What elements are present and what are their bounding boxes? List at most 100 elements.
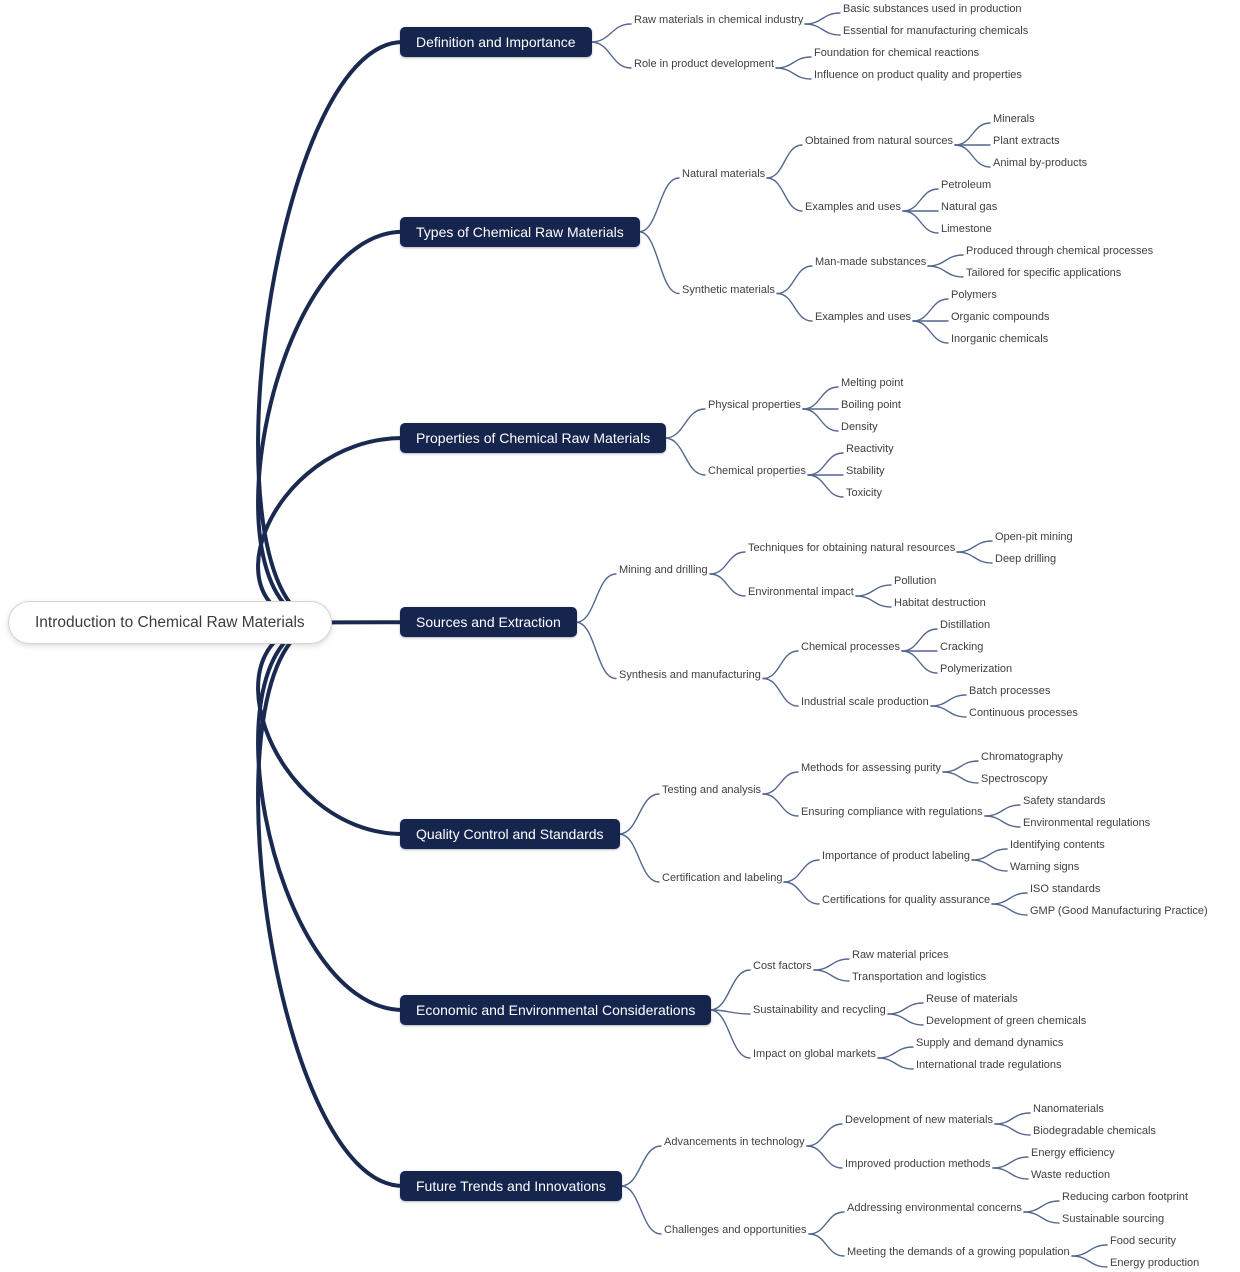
mindmap-node[interactable]: Chemical processes bbox=[801, 641, 901, 653]
mindmap-node[interactable]: Open-pit mining bbox=[995, 531, 1073, 543]
mindmap-node[interactable]: Plant extracts bbox=[993, 135, 1060, 147]
mindmap-node[interactable]: Deep drilling bbox=[995, 553, 1057, 565]
mindmap-node[interactable]: Influence on product quality and propert… bbox=[814, 69, 1022, 81]
mindmap-link bbox=[776, 292, 813, 322]
mindmap-node[interactable]: Advancements in technology bbox=[664, 1136, 805, 1148]
mindmap-branch-node[interactable]: Sources and Extraction bbox=[400, 607, 577, 638]
mindmap-link bbox=[887, 1002, 924, 1015]
mindmap-node[interactable]: Examples and uses bbox=[805, 201, 901, 213]
mindmap-node[interactable]: Tailored for specific applications bbox=[966, 267, 1122, 279]
mindmap-node[interactable]: Ensuring compliance with regulations bbox=[801, 806, 983, 818]
mindmap-node[interactable]: Importance of product labeling bbox=[822, 850, 970, 862]
mindmap-node[interactable]: Challenges and opportunities bbox=[664, 1224, 807, 1236]
mindmap-node[interactable]: Foundation for chemical reactions bbox=[814, 47, 980, 59]
mindmap-node[interactable]: Melting point bbox=[841, 377, 904, 389]
mindmap-root-node[interactable]: Introduction to Chemical Raw Materials bbox=[8, 601, 332, 645]
mindmap-node[interactable]: Energy production bbox=[1110, 1257, 1200, 1269]
mindmap-node[interactable]: Batch processes bbox=[969, 685, 1051, 697]
mindmap-node[interactable]: Pollution bbox=[894, 575, 937, 587]
mindmap-node[interactable]: Density bbox=[841, 421, 878, 433]
mindmap-node[interactable]: Waste reduction bbox=[1031, 1169, 1111, 1181]
mindmap-node[interactable]: Synthesis and manufacturing bbox=[619, 668, 761, 681]
mindmap-node[interactable]: Transportation and logistics bbox=[852, 971, 987, 983]
mindmap-node[interactable]: Reactivity bbox=[846, 443, 894, 455]
mindmap-node[interactable]: Safety standards bbox=[1023, 795, 1106, 807]
mindmap-node[interactable]: Sustainability and recycling bbox=[753, 1004, 886, 1016]
mindmap-node[interactable]: Development of green chemicals bbox=[926, 1015, 1087, 1027]
mindmap-node[interactable]: Boiling point bbox=[841, 399, 901, 411]
mindmap-node[interactable]: ISO standards bbox=[1030, 883, 1101, 895]
mindmap-node[interactable]: Cost factors bbox=[753, 960, 812, 972]
mindmap-node[interactable]: Impact on global markets bbox=[753, 1048, 876, 1060]
mindmap-link bbox=[930, 705, 967, 718]
mindmap-node[interactable]: Reducing carbon footprint bbox=[1062, 1191, 1188, 1203]
mindmap-node[interactable]: Reuse of materials bbox=[926, 993, 1018, 1005]
mindmap-node[interactable]: Certifications for quality assurance bbox=[822, 894, 991, 906]
mindmap-branch-node[interactable]: Definition and Importance bbox=[400, 27, 592, 57]
mindmap-link bbox=[992, 1167, 1029, 1180]
mindmap-link bbox=[954, 122, 991, 146]
mindmap-node[interactable]: Raw material prices bbox=[852, 949, 949, 961]
mindmap-node[interactable]: Methods for assessing purity bbox=[801, 762, 942, 774]
mindmap-node[interactable]: Food security bbox=[1110, 1235, 1177, 1247]
mindmap-node[interactable]: Chromatography bbox=[981, 751, 1063, 763]
mindmap-node[interactable]: Polymers bbox=[951, 289, 997, 301]
mindmap-node[interactable]: Industrial scale production bbox=[801, 696, 929, 708]
mindmap-node[interactable]: Warning signs bbox=[1010, 861, 1080, 873]
mindmap-node[interactable]: Habitat destruction bbox=[894, 597, 986, 609]
mindmap-node[interactable]: Environmental regulations bbox=[1023, 817, 1151, 829]
mindmap-node[interactable]: Examples and uses bbox=[815, 311, 911, 323]
mindmap-node[interactable]: Produced through chemical processes bbox=[966, 245, 1154, 257]
mindmap-node[interactable]: Nanomaterials bbox=[1033, 1103, 1104, 1115]
mindmap-node[interactable]: Distillation bbox=[940, 619, 991, 631]
mindmap-node[interactable]: Sustainable sourcing bbox=[1062, 1213, 1165, 1225]
mindmap-node[interactable]: Techniques for obtaining natural resourc… bbox=[748, 542, 956, 554]
mindmap-node[interactable]: GMP (Good Manufacturing Practice) bbox=[1030, 905, 1208, 917]
mindmap-node[interactable]: Toxicity bbox=[846, 487, 883, 499]
mindmap-node[interactable]: Certification and labeling bbox=[662, 872, 783, 884]
mindmap-node[interactable]: Role in product development bbox=[634, 58, 775, 70]
mindmap-node[interactable]: Spectroscopy bbox=[981, 773, 1048, 785]
mindmap-node[interactable]: Limestone bbox=[941, 223, 992, 235]
mindmap-node[interactable]: Mining and drilling bbox=[619, 564, 708, 576]
mindmap-node[interactable]: Chemical properties bbox=[708, 465, 806, 477]
mindmap-node[interactable]: Minerals bbox=[993, 113, 1035, 125]
mindmap-link bbox=[709, 1009, 751, 1015]
mindmap-node[interactable]: Raw materials in chemical industry bbox=[634, 14, 804, 26]
mindmap-node[interactable]: Basic substances used in production bbox=[843, 3, 1022, 15]
mindmap-node[interactable]: Inorganic chemicals bbox=[951, 333, 1049, 345]
mindmap-branch-node[interactable]: Quality Control and Standards bbox=[400, 819, 620, 849]
mindmap-node[interactable]: Energy efficiency bbox=[1031, 1147, 1115, 1159]
mindmap-node[interactable]: Biodegradable chemicals bbox=[1033, 1125, 1156, 1137]
mindmap-node[interactable]: Petroleum bbox=[941, 179, 992, 191]
mindmap-node[interactable]: Man-made substances bbox=[815, 256, 927, 268]
mindmap-branch-node[interactable]: Properties of Chemical Raw Materials bbox=[400, 423, 667, 453]
mindmap-node[interactable]: Stability bbox=[846, 465, 885, 477]
mindmap-branch-node[interactable]: Economic and Environmental Consideration… bbox=[400, 995, 712, 1025]
mindmap-node[interactable]: Organic compounds bbox=[951, 311, 1050, 323]
mindmap-branch-node[interactable]: Future Trends and Innovations bbox=[400, 1171, 622, 1201]
mindmap-node[interactable]: Physical properties bbox=[708, 399, 801, 411]
mindmap-node[interactable]: Meeting the demands of a growing populat… bbox=[847, 1246, 1070, 1258]
mindmap-link bbox=[709, 969, 751, 1011]
mindmap-link bbox=[256, 621, 405, 836]
mindmap-node[interactable]: Testing and analysis bbox=[662, 784, 762, 796]
mindmap-node[interactable]: Addressing environmental concerns bbox=[847, 1202, 1022, 1214]
mindmap-node[interactable]: Continuous processes bbox=[969, 707, 1078, 719]
mindmap-node[interactable]: Natural gas bbox=[941, 201, 998, 213]
mindmap-link bbox=[806, 1145, 843, 1169]
mindmap-node[interactable]: Natural materials bbox=[682, 168, 766, 180]
mindmap-node[interactable]: Improved production methods bbox=[845, 1158, 991, 1170]
mindmap-branch-node[interactable]: Types of Chemical Raw Materials bbox=[400, 216, 640, 247]
mindmap-node[interactable]: Cracking bbox=[940, 641, 984, 653]
mindmap-node[interactable]: Polymerization bbox=[940, 663, 1013, 675]
mindmap-node[interactable]: Essential for manufacturing chemicals bbox=[843, 25, 1029, 37]
mindmap-node[interactable]: Development of new materials bbox=[845, 1114, 993, 1126]
mindmap-node[interactable]: Identifying contents bbox=[1010, 839, 1105, 851]
mindmap-node[interactable]: International trade regulations bbox=[916, 1059, 1062, 1071]
mindmap-node[interactable]: Obtained from natural sources bbox=[805, 135, 953, 147]
mindmap-node[interactable]: Environmental impact bbox=[748, 586, 854, 598]
mindmap-node[interactable]: Animal by-products bbox=[993, 157, 1088, 169]
mindmap-node[interactable]: Synthetic materials bbox=[682, 283, 775, 296]
mindmap-node[interactable]: Supply and demand dynamics bbox=[916, 1037, 1064, 1049]
